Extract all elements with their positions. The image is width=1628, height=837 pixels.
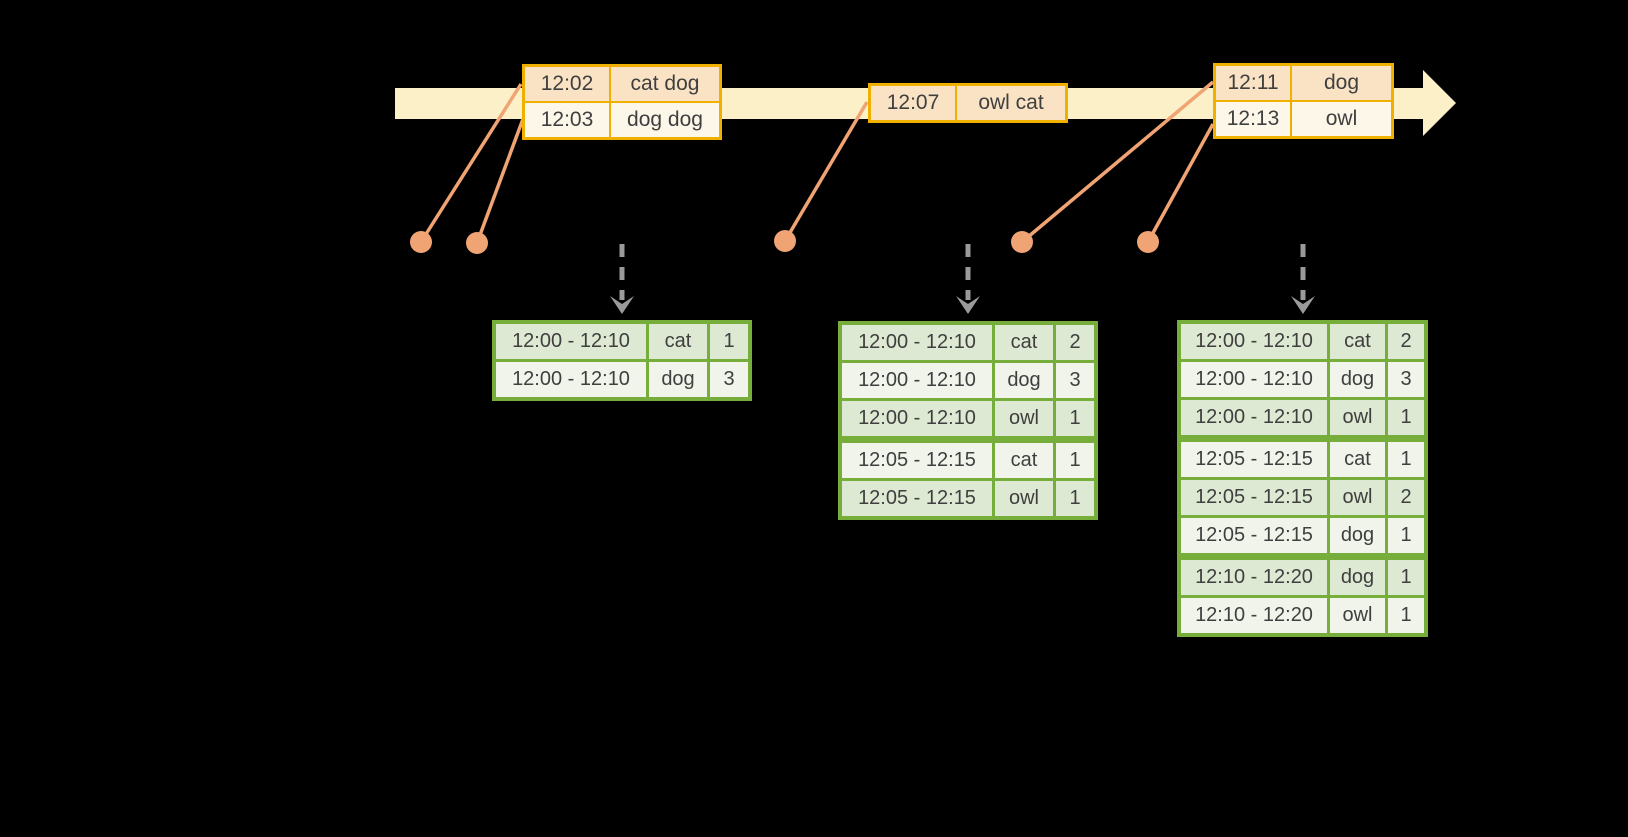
count-cell: 1 [1388,560,1424,595]
result-table-2: 12:00 - 12:10 cat 2 12:00 - 12:10 dog 3 … [838,321,1098,520]
table-row: 12:00 - 12:10 cat 2 [1181,324,1424,359]
word-cell: owl [995,481,1053,516]
table-row: 12:10 - 12:20 dog 1 [1181,553,1424,595]
count-cell: 1 [1388,598,1424,633]
arrival-dot-icon [1137,231,1159,253]
count-cell: 1 [1056,443,1094,478]
leader-line [783,101,869,242]
window-cell: 12:05 - 12:15 [1181,442,1327,477]
event-time-cell: 12:03 [525,103,609,137]
table-row: 12:00 - 12:10 owl 1 [1181,397,1424,435]
table-row: 12:10 - 12:20 owl 1 [1181,595,1424,633]
word-cell: owl [1330,598,1385,633]
table-row: 12:00 - 12:10 owl 1 [842,398,1094,436]
count-cell: 1 [1056,401,1094,436]
table-row: 12:00 - 12:10 cat 1 [496,324,748,359]
window-cell: 12:05 - 12:15 [842,481,992,516]
count-cell: 1 [1388,442,1424,477]
count-cell: 3 [1056,363,1094,398]
window-cell: 12:05 - 12:15 [1181,480,1327,515]
word-cell: owl [1330,480,1385,515]
arrival-dots [410,230,1159,254]
trigger-arrows [610,244,1315,314]
window-cell: 12:00 - 12:10 [496,362,646,397]
table-row: 12:05 - 12:15 dog 1 [1181,515,1424,553]
word-cell: cat [995,325,1053,360]
arrival-dot-icon [1011,231,1033,253]
window-cell: 12:00 - 12:10 [842,401,992,436]
table-row: 12:00 - 12:10 cat 2 [842,325,1094,360]
window-cell: 12:05 - 12:15 [842,443,992,478]
event-time-cell: 12:02 [525,67,609,101]
arrival-dot-icon [410,231,432,253]
word-cell: dog [995,363,1053,398]
table-row: 12:00 - 12:10 dog 3 [1181,359,1424,397]
count-cell: 2 [1056,325,1094,360]
count-cell: 1 [1388,518,1424,553]
word-cell: dog [1330,518,1385,553]
event-word-cell: owl [1292,102,1391,136]
word-cell: cat [649,324,707,359]
table-row: 12:05 - 12:15 owl 2 [1181,477,1424,515]
event-word-cell: dog [1292,66,1391,100]
event-time-cell: 12:11 [1216,66,1290,100]
event-box-2: 12:07 owl cat [868,83,1068,123]
count-cell: 1 [1388,400,1424,435]
trigger-arrowhead-icon [1291,296,1315,314]
trigger-arrowhead-icon [610,296,634,314]
event-time-arrowhead-icon [1423,70,1456,136]
leader-lines [419,80,1215,244]
event-word-cell: cat dog [611,67,719,101]
arrival-dot-icon [466,232,488,254]
count-cell: 3 [710,362,748,397]
table-row: 12:05 - 12:15 owl 1 [842,478,1094,516]
window-cell: 12:00 - 12:10 [1181,362,1327,397]
event-time-cell: 12:13 [1216,102,1290,136]
word-cell: cat [1330,324,1385,359]
word-cell: owl [1330,400,1385,435]
count-cell: 3 [1388,362,1424,397]
window-cell: 12:05 - 12:15 [1181,518,1327,553]
arrival-dot-icon [774,230,796,252]
word-cell: dog [649,362,707,397]
table-row: 12:05 - 12:15 cat 1 [1181,435,1424,477]
table-row: 12:05 - 12:15 cat 1 [842,436,1094,478]
count-cell: 2 [1388,480,1424,515]
event-box-1: 12:02 cat dog 12:03 dog dog [522,64,722,140]
word-cell: cat [995,443,1053,478]
count-cell: 2 [1388,324,1424,359]
leader-line [1146,123,1215,243]
count-cell: 1 [1056,481,1094,516]
table-row: 12:00 - 12:10 dog 3 [496,359,748,397]
word-cell: owl [995,401,1053,436]
result-table-1: 12:00 - 12:10 cat 1 12:00 - 12:10 dog 3 [492,320,752,401]
word-cell: cat [1330,442,1385,477]
leader-line [475,118,525,244]
window-cell: 12:10 - 12:20 [1181,598,1327,633]
window-cell: 12:00 - 12:10 [842,363,992,398]
window-cell: 12:00 - 12:10 [842,325,992,360]
leader-line [1020,80,1215,244]
result-table-3: 12:00 - 12:10 cat 2 12:00 - 12:10 dog 3 … [1177,320,1428,637]
word-cell: dog [1330,560,1385,595]
word-cell: dog [1330,362,1385,397]
window-cell: 12:00 - 12:10 [496,324,646,359]
event-word-cell: dog dog [611,103,719,137]
event-word-cell: owl cat [957,86,1065,120]
window-cell: 12:10 - 12:20 [1181,560,1327,595]
window-cell: 12:00 - 12:10 [1181,400,1327,435]
event-box-3: 12:11 dog 12:13 owl [1213,63,1394,139]
count-cell: 1 [710,324,748,359]
table-row: 12:00 - 12:10 dog 3 [842,360,1094,398]
trigger-arrowhead-icon [956,296,980,314]
window-cell: 12:00 - 12:10 [1181,324,1327,359]
leader-line [419,83,523,243]
event-time-cell: 12:07 [871,86,955,120]
